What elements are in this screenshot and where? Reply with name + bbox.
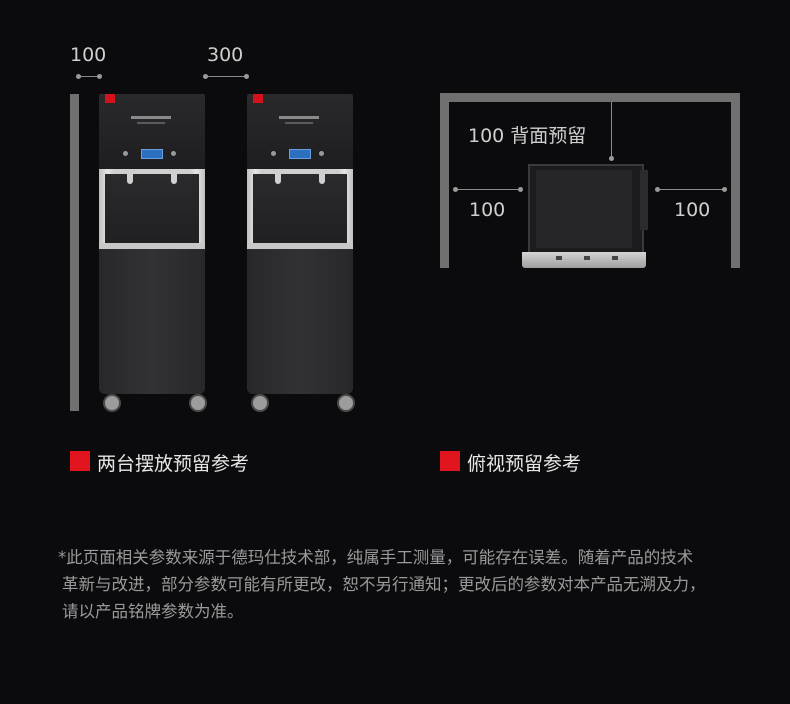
disclaimer-line-1: *此页面相关参数来源于德玛仕技术部，纯属手工测量，可能存在误差。随着产品的技术: [58, 548, 694, 567]
display-panel-icon: [141, 149, 163, 159]
water-dispenser-right: [247, 94, 355, 412]
front-view-legend: 两台摆放预留参考: [97, 453, 250, 475]
wheel-icon: [251, 394, 269, 412]
water-dispenser-left: [99, 94, 207, 412]
top-view-right-wall: [731, 93, 740, 268]
wheel-icon: [189, 394, 207, 412]
top-view-legend: 俯视预留参考: [467, 453, 582, 475]
wheel-icon: [337, 394, 355, 412]
left-gap-dimension-line: [453, 187, 523, 192]
dispenser-top-view: [522, 164, 652, 268]
back-gap-label: 100 背面预留: [468, 125, 587, 147]
disclaimer-line-3: 请以产品铭牌参数为准。: [62, 602, 244, 621]
tap-icon: [319, 174, 325, 184]
right-gap-dimension-line: [655, 187, 727, 192]
display-panel-icon: [289, 149, 311, 159]
tap-icon: [127, 174, 133, 184]
unit-gap-dimension-label: 300: [207, 44, 244, 66]
wall-gap-dimension-line: [76, 74, 102, 79]
brand-badge-icon: [105, 94, 115, 103]
brand-badge-icon: [253, 94, 263, 103]
top-view-back-wall: [440, 93, 740, 102]
legend-marker-icon: [70, 451, 90, 471]
unit-gap-dimension-line: [203, 74, 249, 79]
side-wall: [70, 94, 79, 411]
back-gap-dimension-line: [609, 102, 614, 161]
wall-gap-dimension-label: 100: [70, 44, 107, 66]
tap-icon: [171, 174, 177, 184]
tap-icon: [275, 174, 281, 184]
disclaimer-line-2: 革新与改进，部分参数可能有所更改，恕不另行通知；更改后的参数对本产品无溯及力，: [62, 575, 706, 594]
wheel-icon: [103, 394, 121, 412]
legend-marker-icon: [440, 451, 460, 471]
left-gap-label: 100: [469, 199, 506, 221]
top-view-left-wall: [440, 93, 449, 268]
right-gap-label: 100: [674, 199, 711, 221]
